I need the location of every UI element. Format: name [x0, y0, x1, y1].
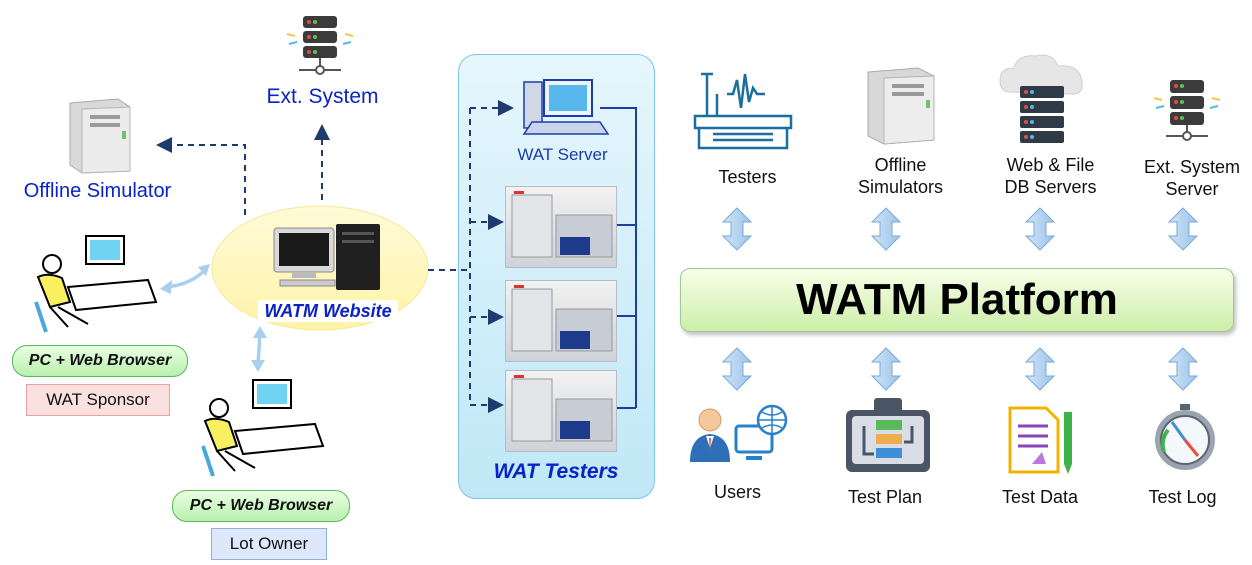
test-data-icon: [1008, 402, 1078, 476]
wat-sponsor-tag: WAT Sponsor: [26, 384, 170, 416]
browser-pill-sponsor: PC + Web Browser: [12, 345, 188, 377]
double-arrow-plan: [870, 347, 902, 391]
tester-machine-2: [505, 280, 617, 362]
double-arrow-ext: [1167, 207, 1199, 251]
offline-simulators-label-line-1: Offline: [874, 155, 927, 175]
ext-system-server-label-line-2: Server: [1165, 179, 1219, 199]
offline-simulator-tower-icon: [60, 95, 135, 175]
test-log-label: Test Log: [1148, 487, 1217, 507]
db-servers-label-line-1: Web & File: [1006, 155, 1095, 175]
users-label: Users: [713, 482, 761, 502]
test-data-label: Test Data: [1001, 487, 1079, 507]
double-arrow-db: [1024, 207, 1056, 251]
watm-platform-bar: WATM Platform: [680, 268, 1234, 332]
lot-owner-user-at-pc-icon: [195, 376, 325, 481]
offline-simulator-label: Offline Simulator: [23, 180, 172, 202]
double-arrow-log: [1167, 347, 1199, 391]
double-arrow-offline: [870, 207, 902, 251]
tester-bus: [600, 107, 637, 409]
watm-website-label: WATM Website: [258, 300, 398, 322]
tester-machine-3: [505, 370, 617, 452]
double-arrow-users: [721, 347, 753, 391]
wat-server-computer-icon: [514, 78, 610, 140]
double-arrow-testers: [721, 207, 753, 251]
sponsor-user-at-pc-icon: [28, 232, 158, 337]
offline-simulators-label-line-2: Simulators: [857, 177, 944, 197]
users-icon: [688, 402, 788, 468]
wat-server-label: WAT Server: [517, 145, 608, 164]
dashed-connectors: [156, 100, 514, 413]
db-servers-label-line-2: DB Servers: [1004, 177, 1097, 197]
cloud-server-icon: [996, 52, 1088, 144]
tester-machine-1: [505, 186, 617, 268]
ext-system-server-icon: [285, 14, 355, 80]
test-plan-label: Test Plan: [847, 487, 923, 507]
browser-pill-lot-owner: PC + Web Browser: [172, 490, 350, 522]
tower-server-icon: [862, 66, 940, 146]
double-arrow-data: [1024, 347, 1056, 391]
wat-testers-label: WAT Testers: [493, 460, 619, 483]
website-computer-icon: [270, 222, 385, 302]
ext-system-label: Ext. System: [266, 85, 379, 108]
server-icon: [1152, 76, 1222, 146]
ext-system-server-label-line-1: Ext. System: [1143, 157, 1241, 177]
test-log-icon: [1150, 402, 1220, 474]
test-plan-icon: [844, 396, 932, 476]
testers-label: Testers: [718, 167, 777, 187]
lot-owner-tag: Lot Owner: [211, 528, 327, 560]
tester-icon: [693, 68, 793, 154]
